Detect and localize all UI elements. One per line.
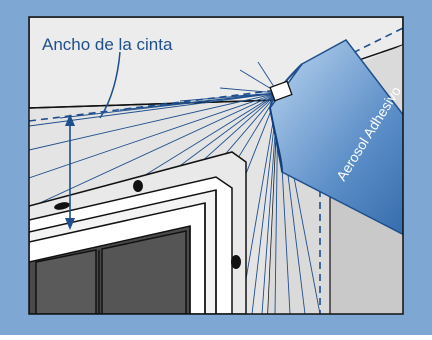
tape-width-label: Ancho de la cinta <box>42 35 173 54</box>
label-leader-line <box>99 51 121 119</box>
frame-mark-middle <box>133 180 143 192</box>
tape-width-arrow <box>65 114 75 230</box>
frame-mark-right <box>231 255 241 269</box>
scene <box>29 17 403 314</box>
ceiling-corner-line <box>29 99 279 109</box>
frame-mark-left <box>54 202 70 210</box>
spray-nozzle <box>269 80 293 102</box>
door-frame <box>29 151 247 314</box>
image-border <box>28 16 404 315</box>
spray-can <box>269 39 403 236</box>
